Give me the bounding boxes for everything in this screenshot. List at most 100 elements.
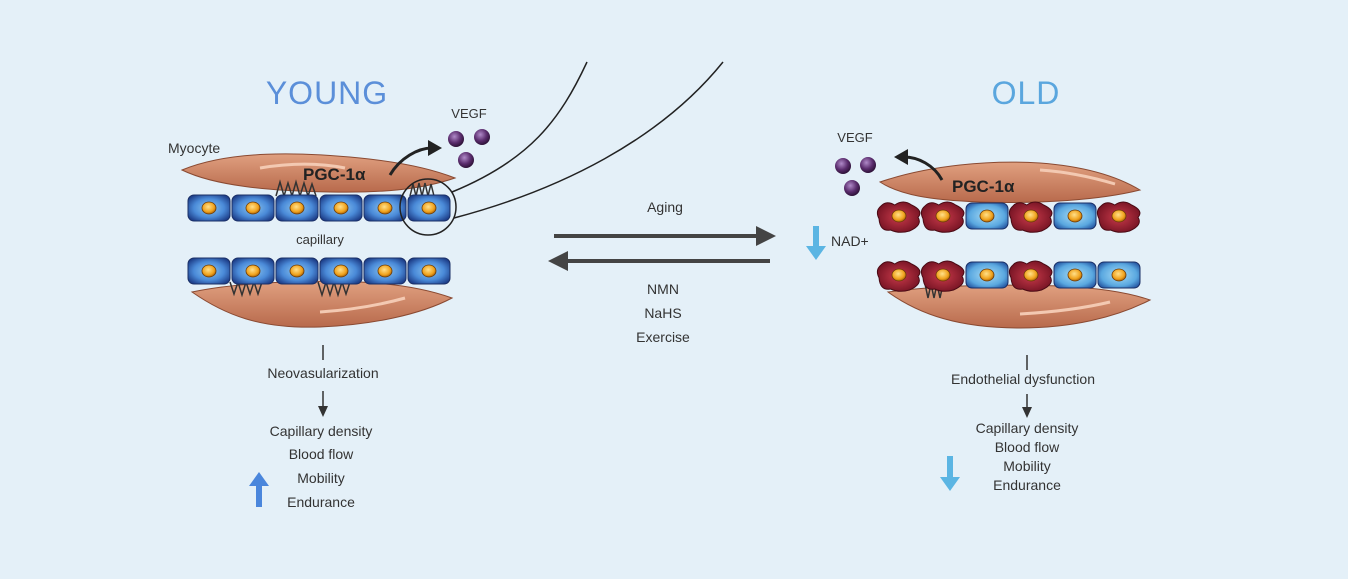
damaged-endothelial-cell [876,260,921,292]
capillary-label: capillary [296,232,344,247]
old-pgc-to-vegf-arrowhead [894,149,908,165]
aging-label: Aging [647,199,683,215]
endothelial-cell [187,257,231,285]
old-title: OLD [992,75,1061,111]
old-bottom-villi [924,283,944,299]
cell-nucleus [1023,209,1039,223]
damaged-endothelial-cell [920,260,965,292]
rejuvenation-arrowhead [548,251,568,271]
vegf-particle [835,158,851,174]
young-capillary-top [187,194,451,222]
cell-nucleus [245,264,261,278]
vegf-particle [448,131,464,147]
cell-nucleus [377,264,393,278]
endothelial-cell [187,194,231,222]
nad-down-arrow-icon [806,226,826,260]
old-top-myocyte [878,161,1142,203]
endothelial-cell [231,257,275,285]
pgc-to-vegf-arrowhead [428,140,442,156]
myocyte-label: Myocyte [168,140,220,156]
zoom-line-upper [451,61,588,193]
damaged-endothelial-cell [1096,201,1141,233]
damaged-endothelial-cell [920,201,965,233]
endothelial-cell [319,194,363,222]
vegf-particle [458,152,474,168]
endothelial-cell [407,257,451,285]
endothelial-cell [965,261,1009,289]
vegf-particle [474,129,490,145]
cell-nucleus [289,201,305,215]
cell-nucleus [1067,268,1083,282]
cell-nucleus [979,268,995,282]
old-process-arrowhead [1022,407,1032,418]
endothelial-cell [275,257,319,285]
old-pgc-label: PGC-1α [952,177,1015,196]
endothelial-cell [1097,261,1141,289]
young-process-arrowhead [318,406,328,417]
young-panel: YOUNG Myocyte PGC-1α capillary VEGF Neov… [168,61,724,510]
old-capillary-bottom [876,260,1141,292]
nad-label: NAD+ [831,233,869,249]
cell-nucleus [333,201,349,215]
up-arrow-icon [249,472,269,507]
treatment-label-2: Exercise [636,329,690,345]
cell-nucleus [289,264,305,278]
cell-nucleus [201,201,217,215]
cell-nucleus [245,201,261,215]
cell-nucleus [935,268,951,282]
young-outcome-1: Blood flow [289,446,354,462]
zoom-circle [399,178,457,236]
young-bottom-myocyte [190,280,454,328]
old-outcome-1: Blood flow [995,439,1060,455]
vegf-particle [860,157,876,173]
endothelial-cell [1053,261,1097,289]
cell-nucleus [979,209,995,223]
damaged-endothelial-cell [1008,201,1053,233]
young-top-villi [275,179,317,199]
old-myocyte-highlight-2 [1019,300,1111,316]
endothelial-cell [407,194,451,222]
young-outcome-2: Mobility [297,470,344,486]
treatment-label-0: NMN [647,281,679,297]
young-process-label: Neovasularization [267,365,378,381]
old-vegf-label: VEGF [837,130,872,145]
cell-nucleus [891,209,907,223]
damaged-endothelial-cell [1008,260,1053,292]
young-capillary-bottom [187,257,451,285]
cell-nucleus [421,201,437,215]
young-myocyte-highlight [259,162,346,170]
young-outcome-0: Capillary density [270,423,373,439]
young-outcome-3: Endurance [287,494,355,510]
young-myocyte-highlight-2 [319,296,406,314]
cell-nucleus [333,264,349,278]
cell-nucleus [377,201,393,215]
cell-nucleus [421,264,437,278]
old-outcome-0: Capillary density [976,420,1079,436]
cell-nucleus [891,268,907,282]
endothelial-cell [275,194,319,222]
cell-nucleus [1023,268,1039,282]
aging-arrowhead [756,226,776,246]
cell-nucleus [1067,209,1083,223]
center-transition: Aging NMN NaHS Exercise [548,199,776,345]
endothelial-cell [1053,202,1097,230]
endothelial-cell [363,257,407,285]
young-vegf-label: VEGF [451,106,486,121]
old-panel: OLD PGC-1α VEGF NAD+ Endothelial dysfunc… [806,75,1152,493]
cell-nucleus [1111,268,1127,282]
zoom-line-lower [453,61,724,219]
young-pgc-label: PGC-1α [303,165,366,184]
cell-nucleus [935,209,951,223]
old-capillary-top [876,201,1141,233]
cell-nucleus [201,264,217,278]
endothelial-cell [319,257,363,285]
damaged-endothelial-cell [876,201,921,233]
young-title: YOUNG [266,75,388,111]
old-myocyte-highlight [1039,168,1116,186]
endothelial-cell [965,202,1009,230]
old-outcome-2: Mobility [1003,458,1050,474]
endothelial-cell [363,194,407,222]
vegf-particle [844,180,860,196]
old-outcome-3: Endurance [993,477,1061,493]
